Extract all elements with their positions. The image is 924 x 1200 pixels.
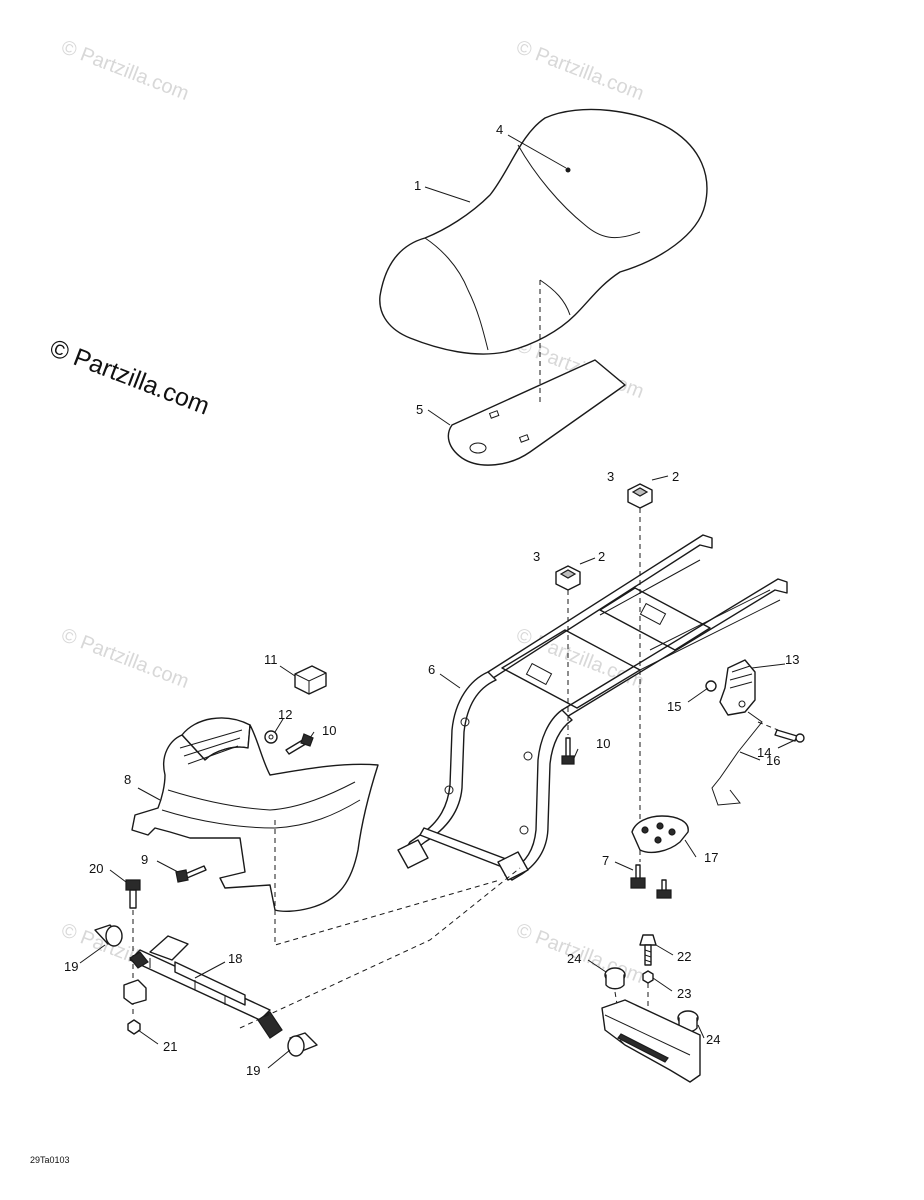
footrest-part[interactable]	[601, 999, 701, 1083]
nut-part-21[interactable]	[127, 1019, 141, 1035]
callout-24: 24	[706, 1032, 720, 1047]
callout-17: 17	[704, 850, 718, 865]
rear-body-part[interactable]	[131, 717, 379, 913]
screw-part-10b[interactable]	[561, 737, 575, 765]
callout-10: 10	[322, 723, 336, 738]
callout-2: 2	[672, 469, 679, 484]
callout-13: 13	[785, 652, 799, 667]
callout-24: 24	[567, 951, 581, 966]
callout-18: 18	[228, 951, 242, 966]
seat-base-plate-part[interactable]	[447, 359, 626, 466]
bushing-part-19b[interactable]	[287, 1032, 318, 1057]
screw-part-10a[interactable]	[285, 733, 314, 755]
callout-5: 5	[416, 402, 423, 417]
callout-22: 22	[677, 949, 691, 964]
alignment-line	[239, 867, 521, 1029]
callout-23: 23	[677, 986, 691, 1001]
callout-19: 19	[246, 1063, 260, 1078]
nut-part-23[interactable]	[642, 970, 654, 984]
callout-1: 1	[414, 178, 421, 193]
callout-7: 7	[602, 853, 609, 868]
clip-part-11[interactable]	[294, 665, 327, 695]
callout-6: 6	[428, 662, 435, 677]
callout-19: 19	[64, 959, 78, 974]
latch-part-13[interactable]	[719, 659, 756, 716]
callout-11: 11	[264, 652, 278, 667]
callout-3: 3	[607, 469, 614, 484]
clip-nut-part-b[interactable]	[555, 565, 581, 591]
bracket-part-17[interactable]	[631, 815, 689, 854]
cable-part-16[interactable]	[711, 711, 763, 806]
callout-10: 10	[596, 736, 610, 751]
callout-12: 12	[278, 707, 292, 722]
crossbar-part-18[interactable]	[129, 935, 283, 1039]
callout-14: 14	[757, 745, 771, 760]
bumper-part-24a[interactable]	[604, 967, 626, 990]
bushing-part-19a[interactable]	[94, 924, 123, 947]
callout-3: 3	[533, 549, 540, 564]
watermark: © Partzilla.com	[58, 36, 192, 105]
screw-part-9[interactable]	[175, 865, 207, 883]
callout-9: 9	[141, 852, 148, 867]
alignment-line	[274, 820, 501, 946]
leader-lines	[79, 134, 796, 1069]
seat-part[interactable]	[379, 108, 708, 355]
bolt-part-20[interactable]	[125, 879, 141, 909]
watermark: © Partzilla.com	[58, 624, 192, 693]
watermark: © Partzilla.com	[513, 624, 647, 693]
callout-15: 15	[667, 699, 681, 714]
clip-nut-part-a[interactable]	[627, 483, 653, 509]
callout-2: 2	[598, 549, 605, 564]
bolt-part-22[interactable]	[639, 934, 657, 966]
screw-part-7b[interactable]	[656, 879, 672, 899]
pin-part-14[interactable]	[774, 729, 805, 743]
seat-point-marker	[565, 167, 571, 173]
watermark: © Partzilla.com	[513, 36, 647, 105]
washer-part-12[interactable]	[264, 730, 278, 744]
callout-labels: 1 4 5 3 2 3 2 6 11 12 10 10 8 9 20 13 15…	[64, 122, 799, 1078]
screw-part-7a[interactable]	[630, 864, 646, 889]
washer-part-15[interactable]	[705, 680, 717, 692]
frame-part[interactable]	[397, 534, 788, 881]
callout-16: 16	[766, 753, 780, 768]
callout-4: 4	[496, 122, 503, 137]
callout-21: 21	[163, 1039, 177, 1054]
diagram-code: 29Ta0103	[30, 1155, 70, 1165]
callout-8: 8	[124, 772, 131, 787]
callout-20: 20	[89, 861, 103, 876]
crossbar-block[interactable]	[123, 979, 147, 1005]
